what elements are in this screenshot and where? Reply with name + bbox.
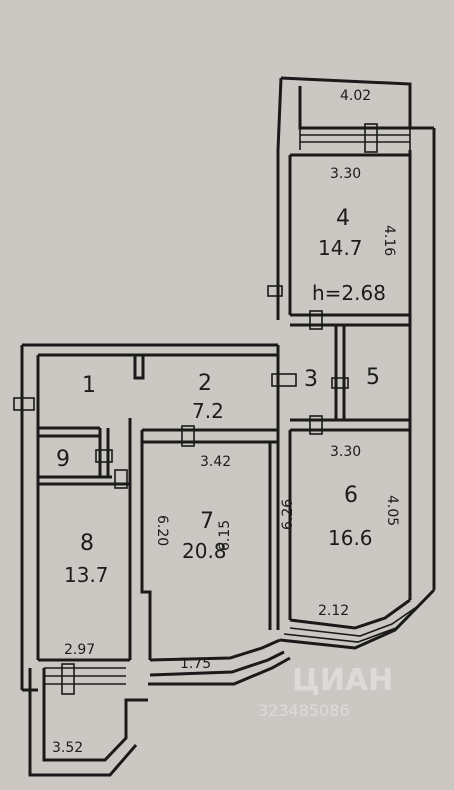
room4-top-dimension: 3.30 bbox=[330, 166, 361, 182]
room-1-number: 1 bbox=[82, 373, 96, 398]
room-2-area: 7.2 bbox=[192, 399, 224, 423]
room7-right-dimension: 6.15 bbox=[217, 520, 233, 551]
balcony-top-dimension: 4.02 bbox=[340, 88, 371, 104]
room-8-area: 13.7 bbox=[64, 563, 109, 587]
watermark-id: 323485086 bbox=[258, 701, 350, 720]
room-6-number: 6 bbox=[344, 483, 358, 508]
room6-top-dimension: 3.30 bbox=[330, 444, 361, 460]
room-7-area: 20.8 bbox=[182, 539, 227, 563]
room4-side-dimension: 4.16 bbox=[381, 225, 397, 256]
room-7-number: 7 bbox=[200, 509, 214, 534]
room-5-number: 5 bbox=[366, 365, 380, 390]
room-9-number: 9 bbox=[56, 447, 70, 472]
room-8-number: 8 bbox=[80, 531, 94, 556]
room7-bottom-dimension: 1.75 bbox=[180, 656, 211, 672]
walls bbox=[13, 76, 436, 777]
room6-bottom-dimension: 2.12 bbox=[318, 603, 349, 619]
room6-right-dimension: 4.05 bbox=[384, 495, 400, 526]
room-4-area: 14.7 bbox=[318, 236, 363, 260]
ceiling-height-label: h=2.68 bbox=[312, 281, 386, 305]
balcony-bottom-dimension: 3.52 bbox=[52, 740, 83, 756]
room-3-number: 3 bbox=[304, 367, 318, 392]
room8-bottom-dimension: 2.97 bbox=[64, 642, 95, 658]
room6-left-dimension: 6.26 bbox=[280, 499, 296, 530]
room7-left-dimension: 6.20 bbox=[154, 515, 170, 546]
room-4-number: 4 bbox=[336, 206, 350, 231]
room7-top-dimension: 3.42 bbox=[200, 454, 231, 470]
watermark-logo: ЦИАН bbox=[292, 663, 393, 698]
room-6-area: 16.6 bbox=[328, 526, 373, 550]
room-2-number: 2 bbox=[198, 371, 212, 396]
